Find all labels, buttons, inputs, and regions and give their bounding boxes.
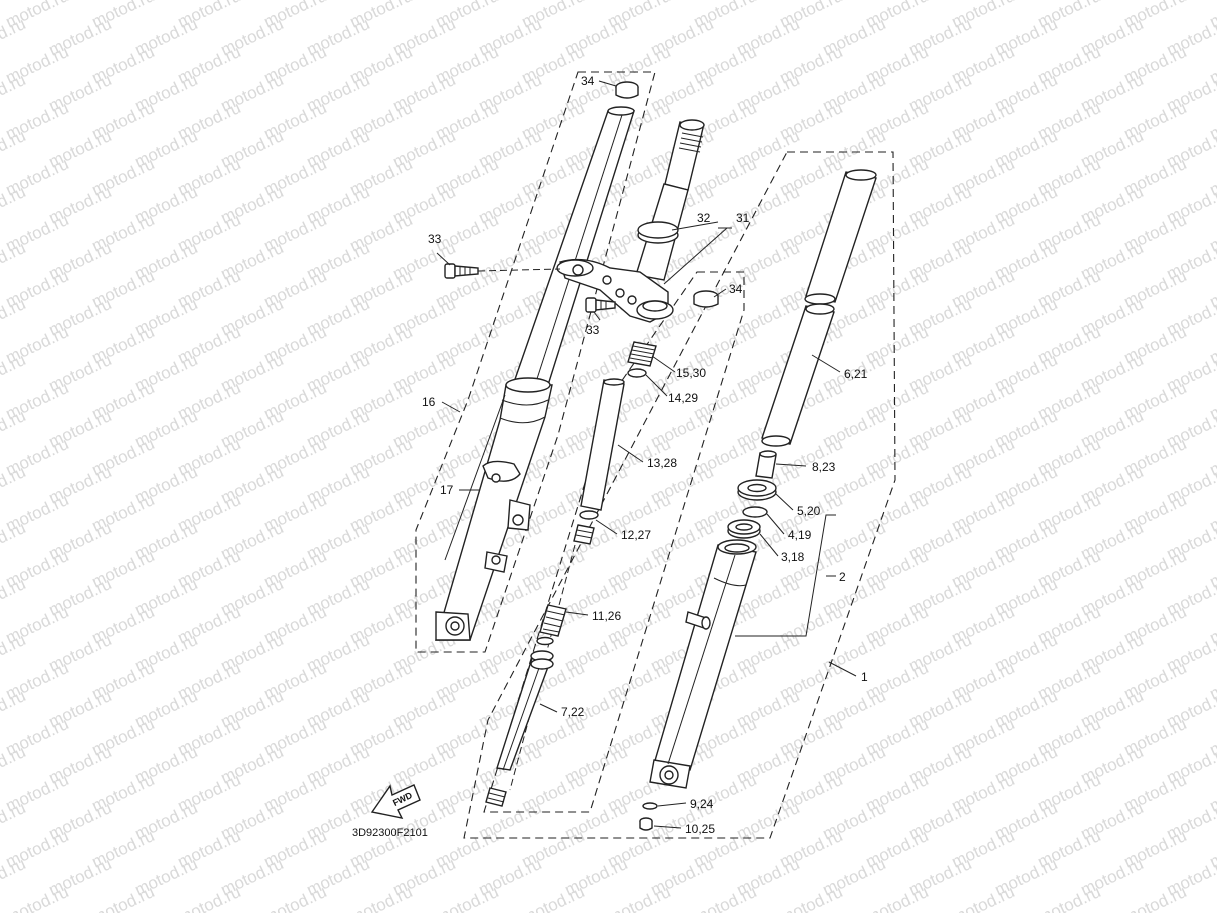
watermark-text: motod.ru — [0, 0, 28, 4]
pinch-bolt-33-lower — [585, 297, 616, 313]
rebound-spring-11 — [539, 604, 567, 637]
right-outer-tube — [649, 539, 757, 789]
callout-34-right: 34 — [729, 282, 743, 296]
dust-seal-5 — [737, 479, 777, 501]
watermark-text: motod.ru — [3, 882, 72, 913]
callout-34-left: 34 — [581, 74, 595, 88]
fork-cap-34-left — [615, 81, 639, 99]
damper-rod-13 — [580, 378, 625, 511]
callout-3-18: 3,18 — [781, 550, 805, 564]
watermark-text: motod.ru — [1121, 882, 1190, 913]
watermark-text: motod.ru — [1035, 882, 1104, 913]
callout-5-20: 5,20 — [797, 504, 821, 518]
fork-cap-34-right — [693, 290, 719, 308]
callout-14-29: 14,29 — [668, 391, 698, 405]
watermark-text: motod.ru — [605, 882, 674, 913]
diagram-code: 3D92300F2101 — [352, 827, 428, 839]
bolt-33-upper-alignment — [477, 268, 561, 272]
callout-6-21: 6,21 — [844, 367, 868, 381]
watermark-text: motod.ru — [1207, 0, 1217, 32]
stopper-ring-4 — [742, 506, 768, 518]
watermark-text: motod.ru — [1207, 882, 1217, 913]
callout-15-30: 15,30 — [676, 366, 706, 380]
callout-8-23: 8,23 — [812, 460, 836, 474]
fwd-arrow: FWD — [370, 784, 421, 819]
callout-labels: 34 32 31 33 34 33 15,30 14,29 16 6,21 13… — [422, 74, 868, 836]
watermark-text: motod.ru — [347, 882, 416, 913]
callout-11-26: 11,26 — [592, 609, 621, 623]
gasket-9 — [642, 802, 658, 810]
watermark-text: motod.ru — [519, 882, 588, 913]
watermark-text: motod.ru — [261, 882, 330, 913]
callout-33-lower: 33 — [586, 323, 600, 337]
callout-17: 17 — [440, 483, 454, 497]
spring-seat-12 — [573, 510, 599, 545]
watermark-text: motod.ru — [949, 882, 1018, 913]
fork-spring-6 — [761, 303, 835, 447]
callout-1: 1 — [861, 670, 868, 684]
washer-11 — [536, 636, 554, 646]
oil-seal-3 — [727, 519, 761, 539]
callout-10-25: 10,25 — [685, 822, 715, 836]
leader-lines — [436, 80, 857, 829]
right-inner-tube-upper — [804, 169, 877, 305]
watermark-text: motod.ru — [175, 882, 244, 913]
callout-16: 16 — [422, 395, 436, 409]
callout-9-24: 9,24 — [690, 797, 714, 811]
pinch-bolt-33-upper — [444, 263, 479, 279]
watermark-text: motod.ru — [777, 882, 846, 913]
callout-31: 31 — [736, 211, 750, 225]
watermark-text: motod.ru — [433, 882, 502, 913]
callout-33-upper: 33 — [428, 232, 442, 246]
o-ring-14 — [627, 368, 647, 378]
left-inner-tube — [512, 106, 635, 386]
right-fork-group-outline — [463, 151, 896, 839]
callout-2: 2 — [839, 570, 846, 584]
callout-7-22: 7,22 — [561, 705, 585, 719]
callout-12-27: 12,27 — [621, 528, 651, 542]
left-outer-tube — [435, 377, 553, 641]
left-fork-group-outline — [415, 71, 656, 653]
watermark-text: motod.ru — [691, 882, 760, 913]
cylinder-comp-spring-15 — [627, 341, 657, 367]
steering-stem-31 — [556, 119, 705, 323]
oil-lock-piece — [485, 787, 507, 807]
watermark-text: motod.ru — [89, 882, 158, 913]
callout-32: 32 — [697, 211, 711, 225]
watermark-text: motod.ru — [863, 882, 932, 913]
callout-4-19: 4,19 — [788, 528, 812, 542]
damper-group-outline — [483, 271, 745, 813]
callout-13-28: 13,28 — [647, 456, 677, 470]
collar-8 — [755, 450, 777, 479]
damper-cylinder-7 — [496, 650, 554, 771]
bolt-10 — [639, 817, 653, 831]
